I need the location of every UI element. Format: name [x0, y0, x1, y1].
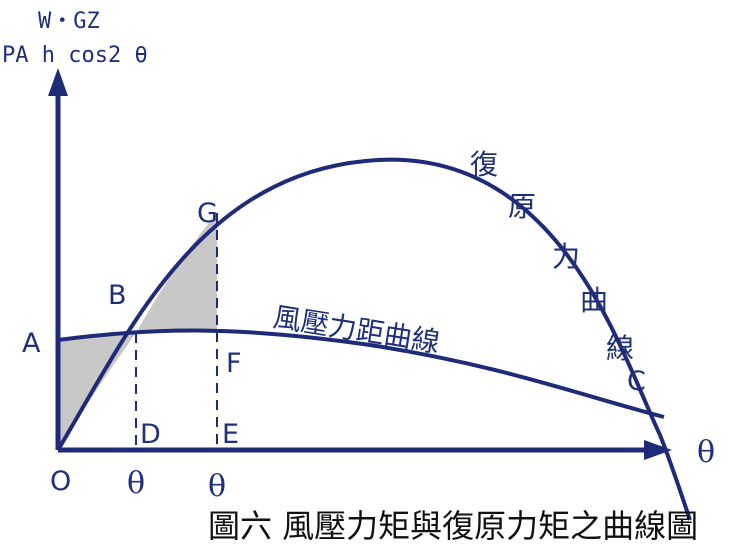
theta-tick-2: θ [208, 469, 226, 504]
y-axis-label-line1: W・GZ [38, 9, 100, 34]
point-label-c: C [627, 366, 646, 397]
point-label-d: D [140, 419, 161, 450]
x-axis-label: θ [697, 435, 715, 470]
righting-curve-char-2: 原 [508, 190, 536, 223]
x-axis-arrowhead [644, 440, 672, 460]
righting-curve-char-1: 復 [470, 148, 498, 181]
point-label-o: O [50, 466, 71, 497]
point-label-g: G [197, 198, 218, 229]
point-label-b: B [108, 280, 127, 311]
point-label-a: A [22, 328, 41, 359]
righting-curve-char-4: 曲 [580, 284, 608, 317]
shaded-area-right [136, 213, 217, 333]
wind-heeling-curve-label: 風壓力距曲線 [271, 300, 442, 359]
wind-heeling-curve [57, 328, 665, 419]
y-axis-label-line2: PA h cos2 θ [2, 43, 148, 68]
righting-curve-char-5: 線 [606, 332, 634, 365]
righting-arm-curve [56, 157, 692, 521]
shaded-area-left [58, 333, 136, 450]
y-axis-arrowhead [48, 68, 68, 96]
figure-caption: 圖六 風壓力矩與復原力矩之曲線圖 [208, 507, 698, 545]
point-label-f: F [226, 348, 242, 379]
righting-curve-char-3: 力 [552, 240, 580, 273]
point-label-e: E [222, 419, 239, 450]
theta-tick-1: θ [127, 466, 145, 501]
